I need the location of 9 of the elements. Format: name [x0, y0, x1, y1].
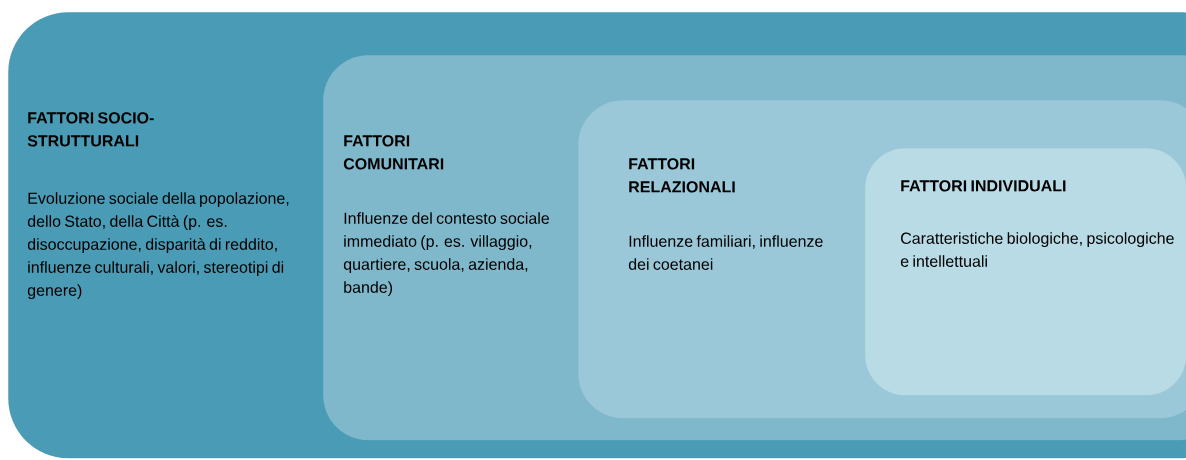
- heading-text: FATTORI RELAZIONALI: [629, 158, 735, 193]
- body-text: Influenze del contesto sociale immediato (p. es. villaggio, quartiere, scuola, azienda, bande): [343, 212, 549, 297]
- heading-text: FATTORI INDIVIDUALI: [901, 180, 1066, 192]
- body-text: Influenze familiari, influenze dei coetanei: [628, 235, 823, 270]
- layer-box: [865, 148, 1186, 396]
- body-text: Caratteristiche biologiche, psicologiche e intellettuali: [900, 232, 1174, 267]
- body-text: Evoluzione sociale della popolazione, dello Stato, della Città (p. es. disoccupazione, disparità di reddito, influenze culturali, valori, stereotipi di genere): [27, 192, 289, 300]
- heading-text: FATTORI COMUNITARI: [343, 135, 444, 170]
- heading-text: FATTORI SOCIO-STRUTTURALI: [27, 112, 154, 147]
